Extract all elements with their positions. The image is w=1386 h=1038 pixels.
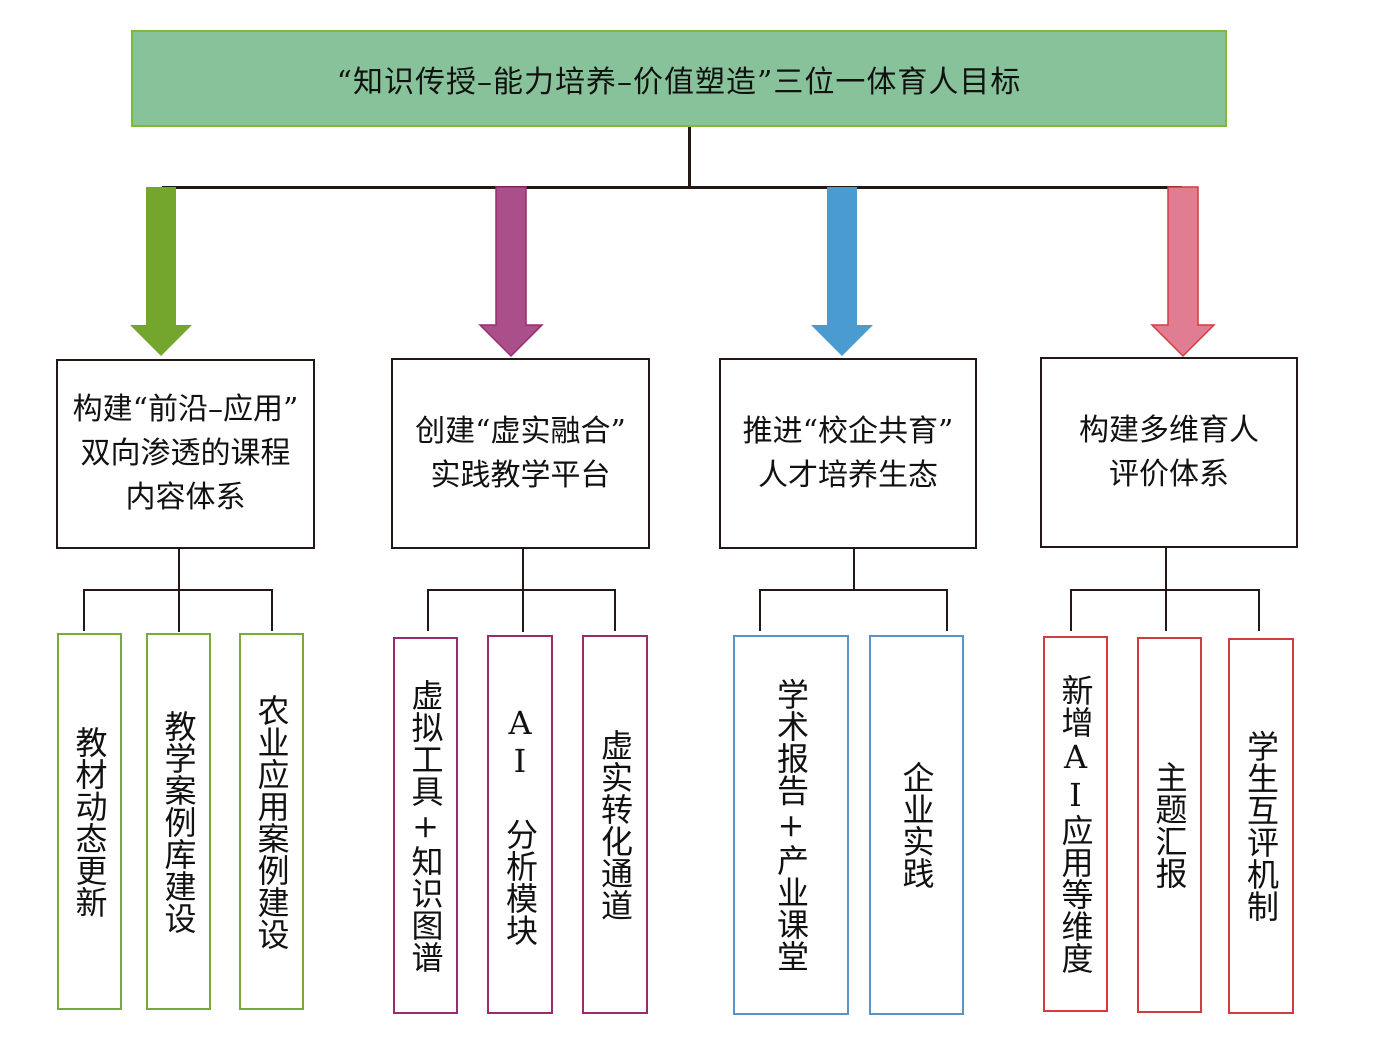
branch-3-drop [759,589,761,631]
branch-3-item: 学术报告+产业课堂 [733,635,849,1015]
branch-4-item: 新增AI应用等维度 [1043,636,1108,1012]
item-label: 新增AI应用等维度 [1056,674,1095,974]
item-label: 教材动态更新 [70,725,109,918]
branch-4-title-line: 评价体系 [1109,456,1229,492]
branch-1-hbar [83,589,273,591]
branch-2-item: AI 分析模块 [487,635,553,1014]
branch-1-drop [83,589,85,631]
branch-2-item: 虚拟工具+知识图谱 [393,637,458,1014]
branch-1-title-line: 双向渗透的课程 [80,436,291,471]
branch-4-drop [1258,589,1260,631]
item-label: 学术报告+产业课堂 [772,678,810,972]
branch-3-drop [946,589,948,631]
arrow-down-icon-branch-1 [130,187,192,356]
branch-1-title-line: 内容体系 [125,480,246,515]
branch-1-item: 农业应用案例建设 [239,633,304,1010]
branch-3-title-line: 推进“校企共育” [742,413,954,449]
item-label: 学生互评机制 [1242,730,1280,922]
branch-2-box: 创建“虚实融合” 实践教学平台 [391,358,650,549]
branch-3-hbar [759,589,948,591]
branch-1-item: 教材动态更新 [57,633,122,1010]
branch-1-drop [271,589,273,631]
goal-label: “知识传授–能力培养–价值塑造”三位一体育人目标 [336,64,1022,100]
branch-1-title-line: 构建“前沿–应用” [72,392,299,427]
branch-2-title-line: 创建“虚实融合” [415,413,626,449]
item-label: 教学案例库建设 [159,709,198,934]
branch-2-title-line: 实践教学平台 [430,457,611,493]
branch-4-item: 学生互评机制 [1228,638,1294,1014]
branch-1-box: 构建“前沿–应用” 双向渗透的课程 内容体系 [56,359,315,549]
item-label: 主题汇报 [1150,761,1189,889]
item-label: 虚实转化通道 [596,728,634,921]
branch-4-box: 构建多维育人 评价体系 [1040,357,1298,548]
branch-4-item: 主题汇报 [1137,637,1202,1013]
branch-2-hbar [427,589,616,591]
branch-3-item: 企业实践 [869,635,964,1015]
branch-2-item: 虚实转化通道 [582,635,648,1014]
branch-4-drop [1070,589,1072,631]
item-label: 农业应用案例建设 [252,693,291,950]
arrow-down-icon-branch-4 [1150,186,1216,358]
branch-1-item: 教学案例库建设 [146,633,211,1010]
branch-2-drop [614,589,616,631]
branch-4-hbar [1070,589,1260,591]
arrow-down-icon-branch-2 [478,186,544,358]
branch-3-box: 推进“校企共育” 人才培养生态 [719,358,977,549]
goal-box: “知识传授–能力培养–价值塑造”三位一体育人目标 [131,30,1227,127]
goal-connector [688,127,691,188]
branch-3-title-line: 人才培养生态 [758,457,938,493]
item-label: 虚拟工具+知识图谱 [406,678,445,973]
item-label: AI 分析模块 [501,703,539,946]
branch-2-drop [427,589,429,631]
item-label: 企业实践 [897,761,936,889]
arrow-down-icon-branch-3 [811,187,873,356]
branch-3-stem [853,549,855,591]
branch-4-title-line: 构建多维育人 [1079,412,1259,448]
branch-bar [162,186,1182,189]
